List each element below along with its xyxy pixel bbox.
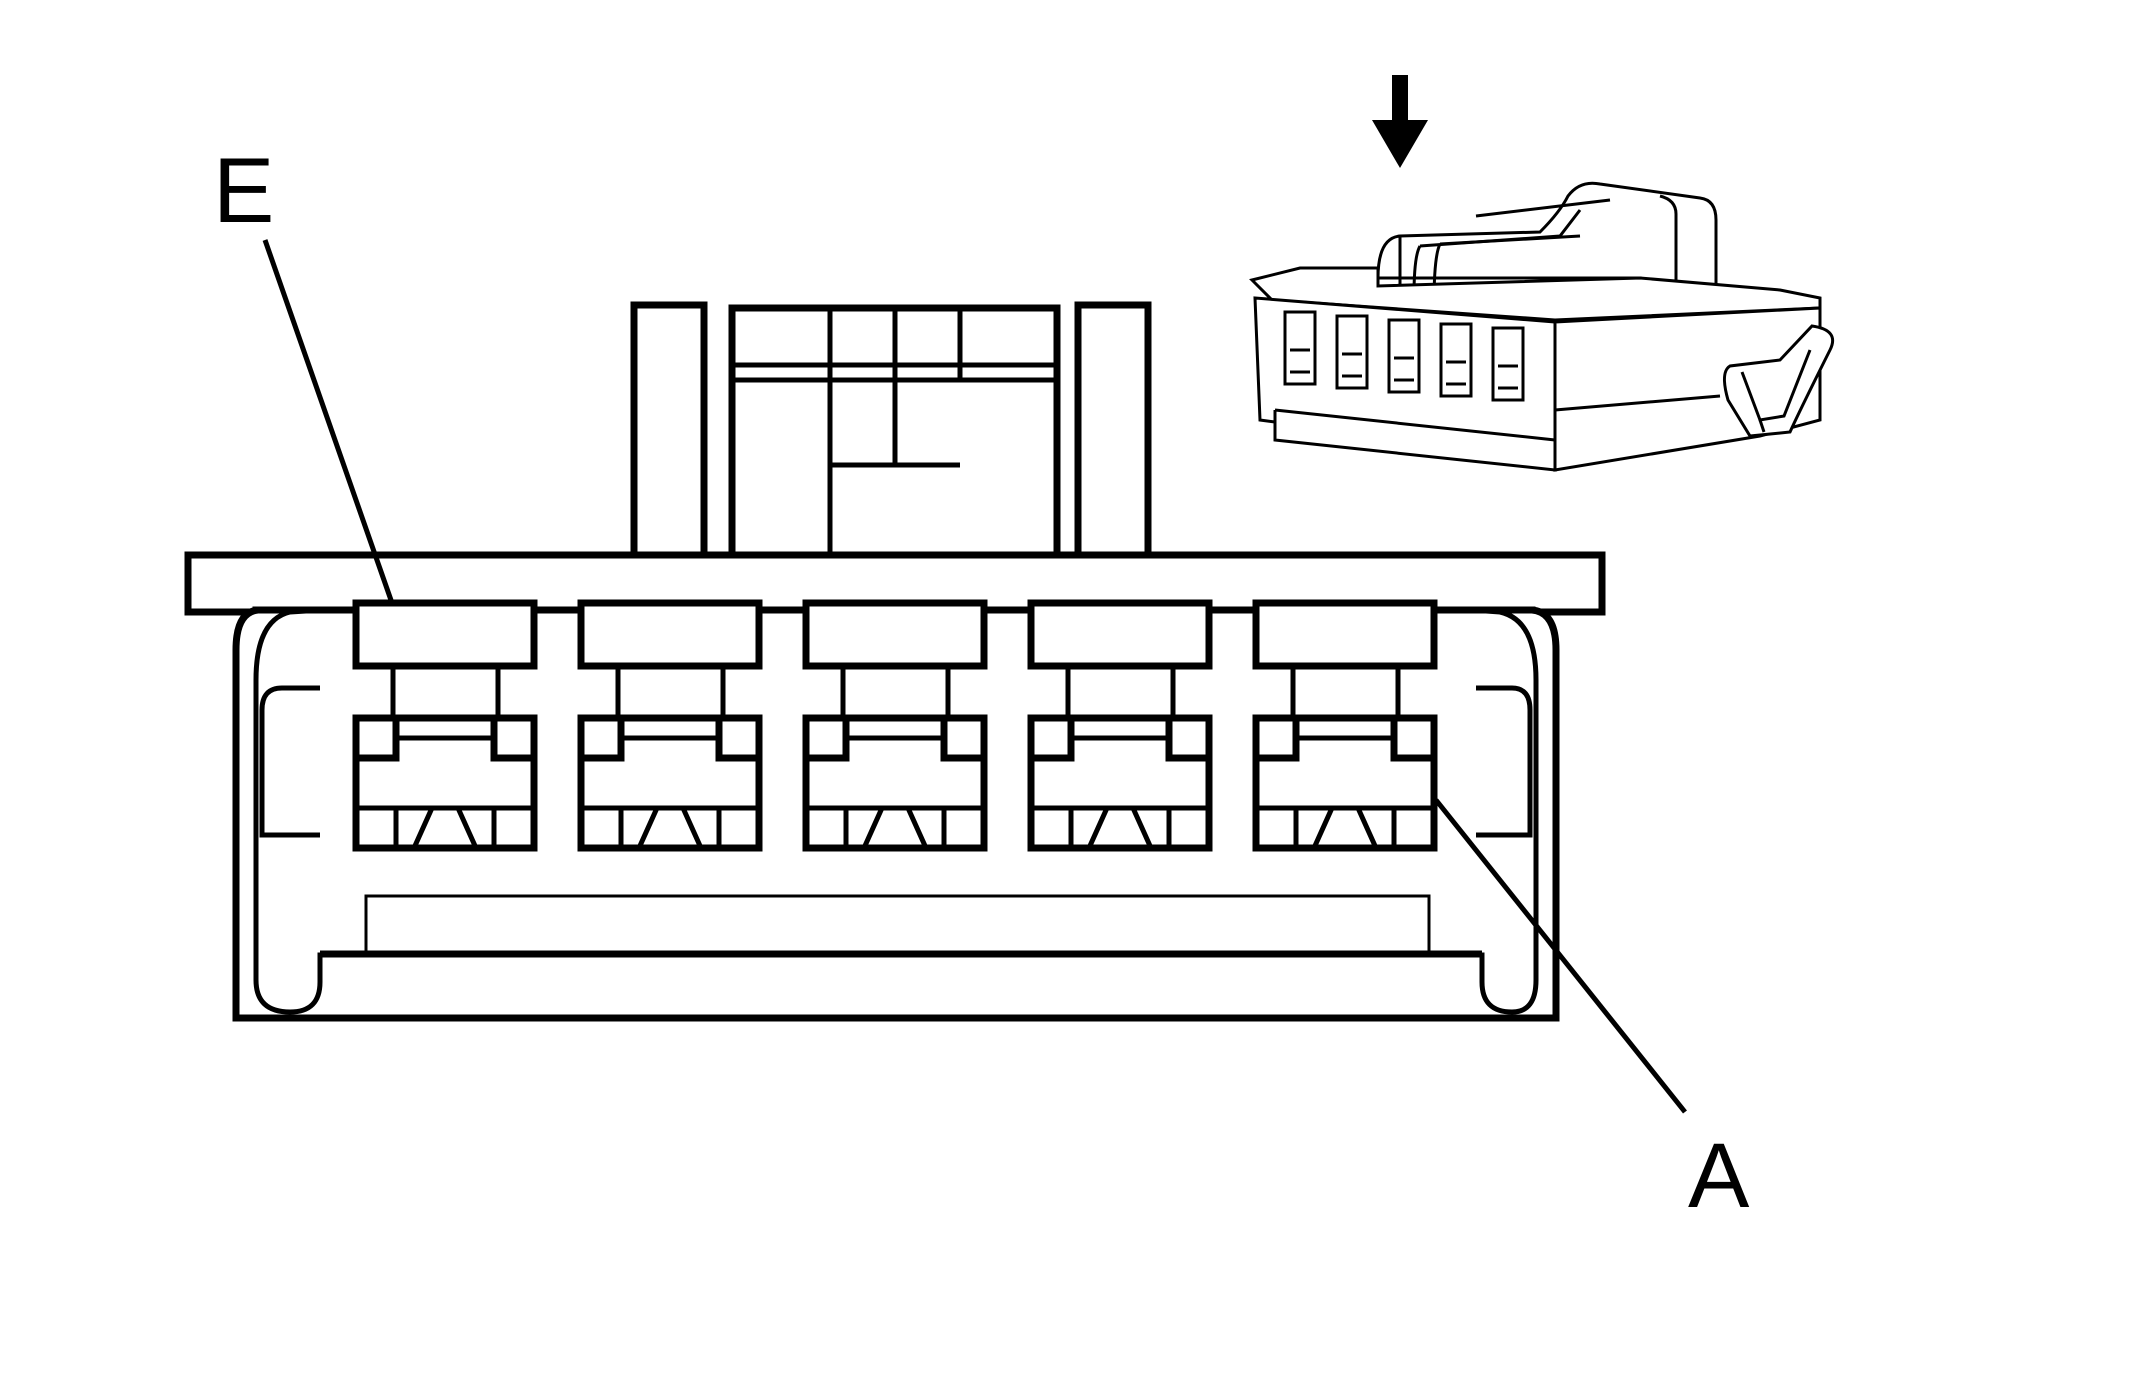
terminal-cavity-e <box>352 599 538 852</box>
side-slot-right <box>1476 685 1533 838</box>
bottom-rib-upper <box>364 894 1431 955</box>
terminal-cavities <box>352 599 1438 852</box>
leader-line-a <box>1434 798 1687 1114</box>
locking-latch <box>630 301 1152 559</box>
callout-label-a: A <box>1688 1125 1750 1227</box>
terminal-cavity-d <box>577 599 763 852</box>
terminal-cavity-a <box>1252 599 1438 852</box>
connector-face-view <box>184 301 1606 1022</box>
leader-line-e <box>262 239 395 604</box>
inset-cavities <box>1283 310 1525 402</box>
terminal-cavity-c <box>802 599 988 852</box>
terminal-cavity-b <box>1027 599 1213 852</box>
connector-isometric-view <box>1249 181 1835 472</box>
side-slot-left <box>259 685 320 838</box>
callout-label-e: E <box>213 140 275 242</box>
down-arrow-icon <box>1372 75 1428 168</box>
